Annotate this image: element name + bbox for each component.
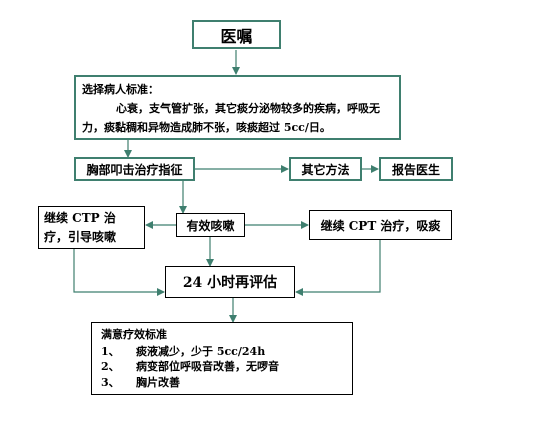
doctor-order-box: 医嘱: [192, 20, 281, 49]
continue-cpt-box: 继续 CPT 治疗，吸痰: [309, 210, 452, 240]
report-doctor-box: 报告医生: [379, 157, 453, 181]
effective-cough-label: 有效咳嗽: [186, 218, 235, 233]
criteria-item-3-text: 胸片改善: [136, 376, 180, 389]
other-methods-label: 其它方法: [301, 162, 350, 177]
continue-ctp-line1: 继续 CTP 治: [44, 211, 116, 225]
selection-criteria-line1: 心衰，支气管扩张，其它痰分泌物较多的疾病，呼吸无: [116, 102, 380, 115]
selection-criteria-line2: 力，痰黏稠和异物造成肺不张，咳痰超过 5cc/日。: [82, 121, 331, 134]
report-doctor-label: 报告医生: [391, 162, 440, 177]
reassess-label: 24 小时再评估: [182, 275, 278, 291]
criteria-item-2-number: 2、: [101, 360, 120, 373]
selection-criteria-title: 选择病人标准：: [82, 83, 159, 96]
criteria-item-1-text: 痰液减少，少于 5cc/24h: [136, 345, 266, 358]
selection-criteria-box: 选择病人标准： 心衰，支气管扩张，其它痰分泌物较多的疾病，呼吸无 力，痰黏稠和异…: [74, 75, 401, 140]
indication-label: 胸部叩击治疗指征: [86, 162, 183, 177]
continue-ctp-line2: 疗，引导咳嗽: [44, 230, 117, 244]
reassess-box: 24 小时再评估: [165, 266, 295, 298]
arrow-cpt-to-reassess: [295, 240, 381, 296]
continue-ctp-box: 继续 CTP 治 疗，引导咳嗽: [38, 206, 145, 249]
criteria-item-1-number: 1、: [101, 345, 120, 358]
effective-cough-box: 有效咳嗽: [176, 213, 245, 237]
satisfaction-criteria-title: 满意疗效标准: [101, 328, 167, 341]
satisfaction-criteria-box: 满意疗效标准 1、 痰液减少，少于 5cc/24h 2、 病变部位呼吸音改善，无…: [91, 322, 353, 395]
criteria-item-3-number: 3、: [101, 376, 120, 389]
continue-cpt-label: 继续 CPT 治疗，吸痰: [320, 218, 441, 233]
criteria-item-2-text: 病变部位呼吸音改善，无啰音: [136, 360, 279, 373]
arrow-ctp-to-reassess: [73, 249, 165, 296]
other-methods-box: 其它方法: [289, 157, 362, 181]
indication-box: 胸部叩击治疗指征: [74, 157, 195, 181]
doctor-order-label: 医嘱: [220, 26, 253, 46]
